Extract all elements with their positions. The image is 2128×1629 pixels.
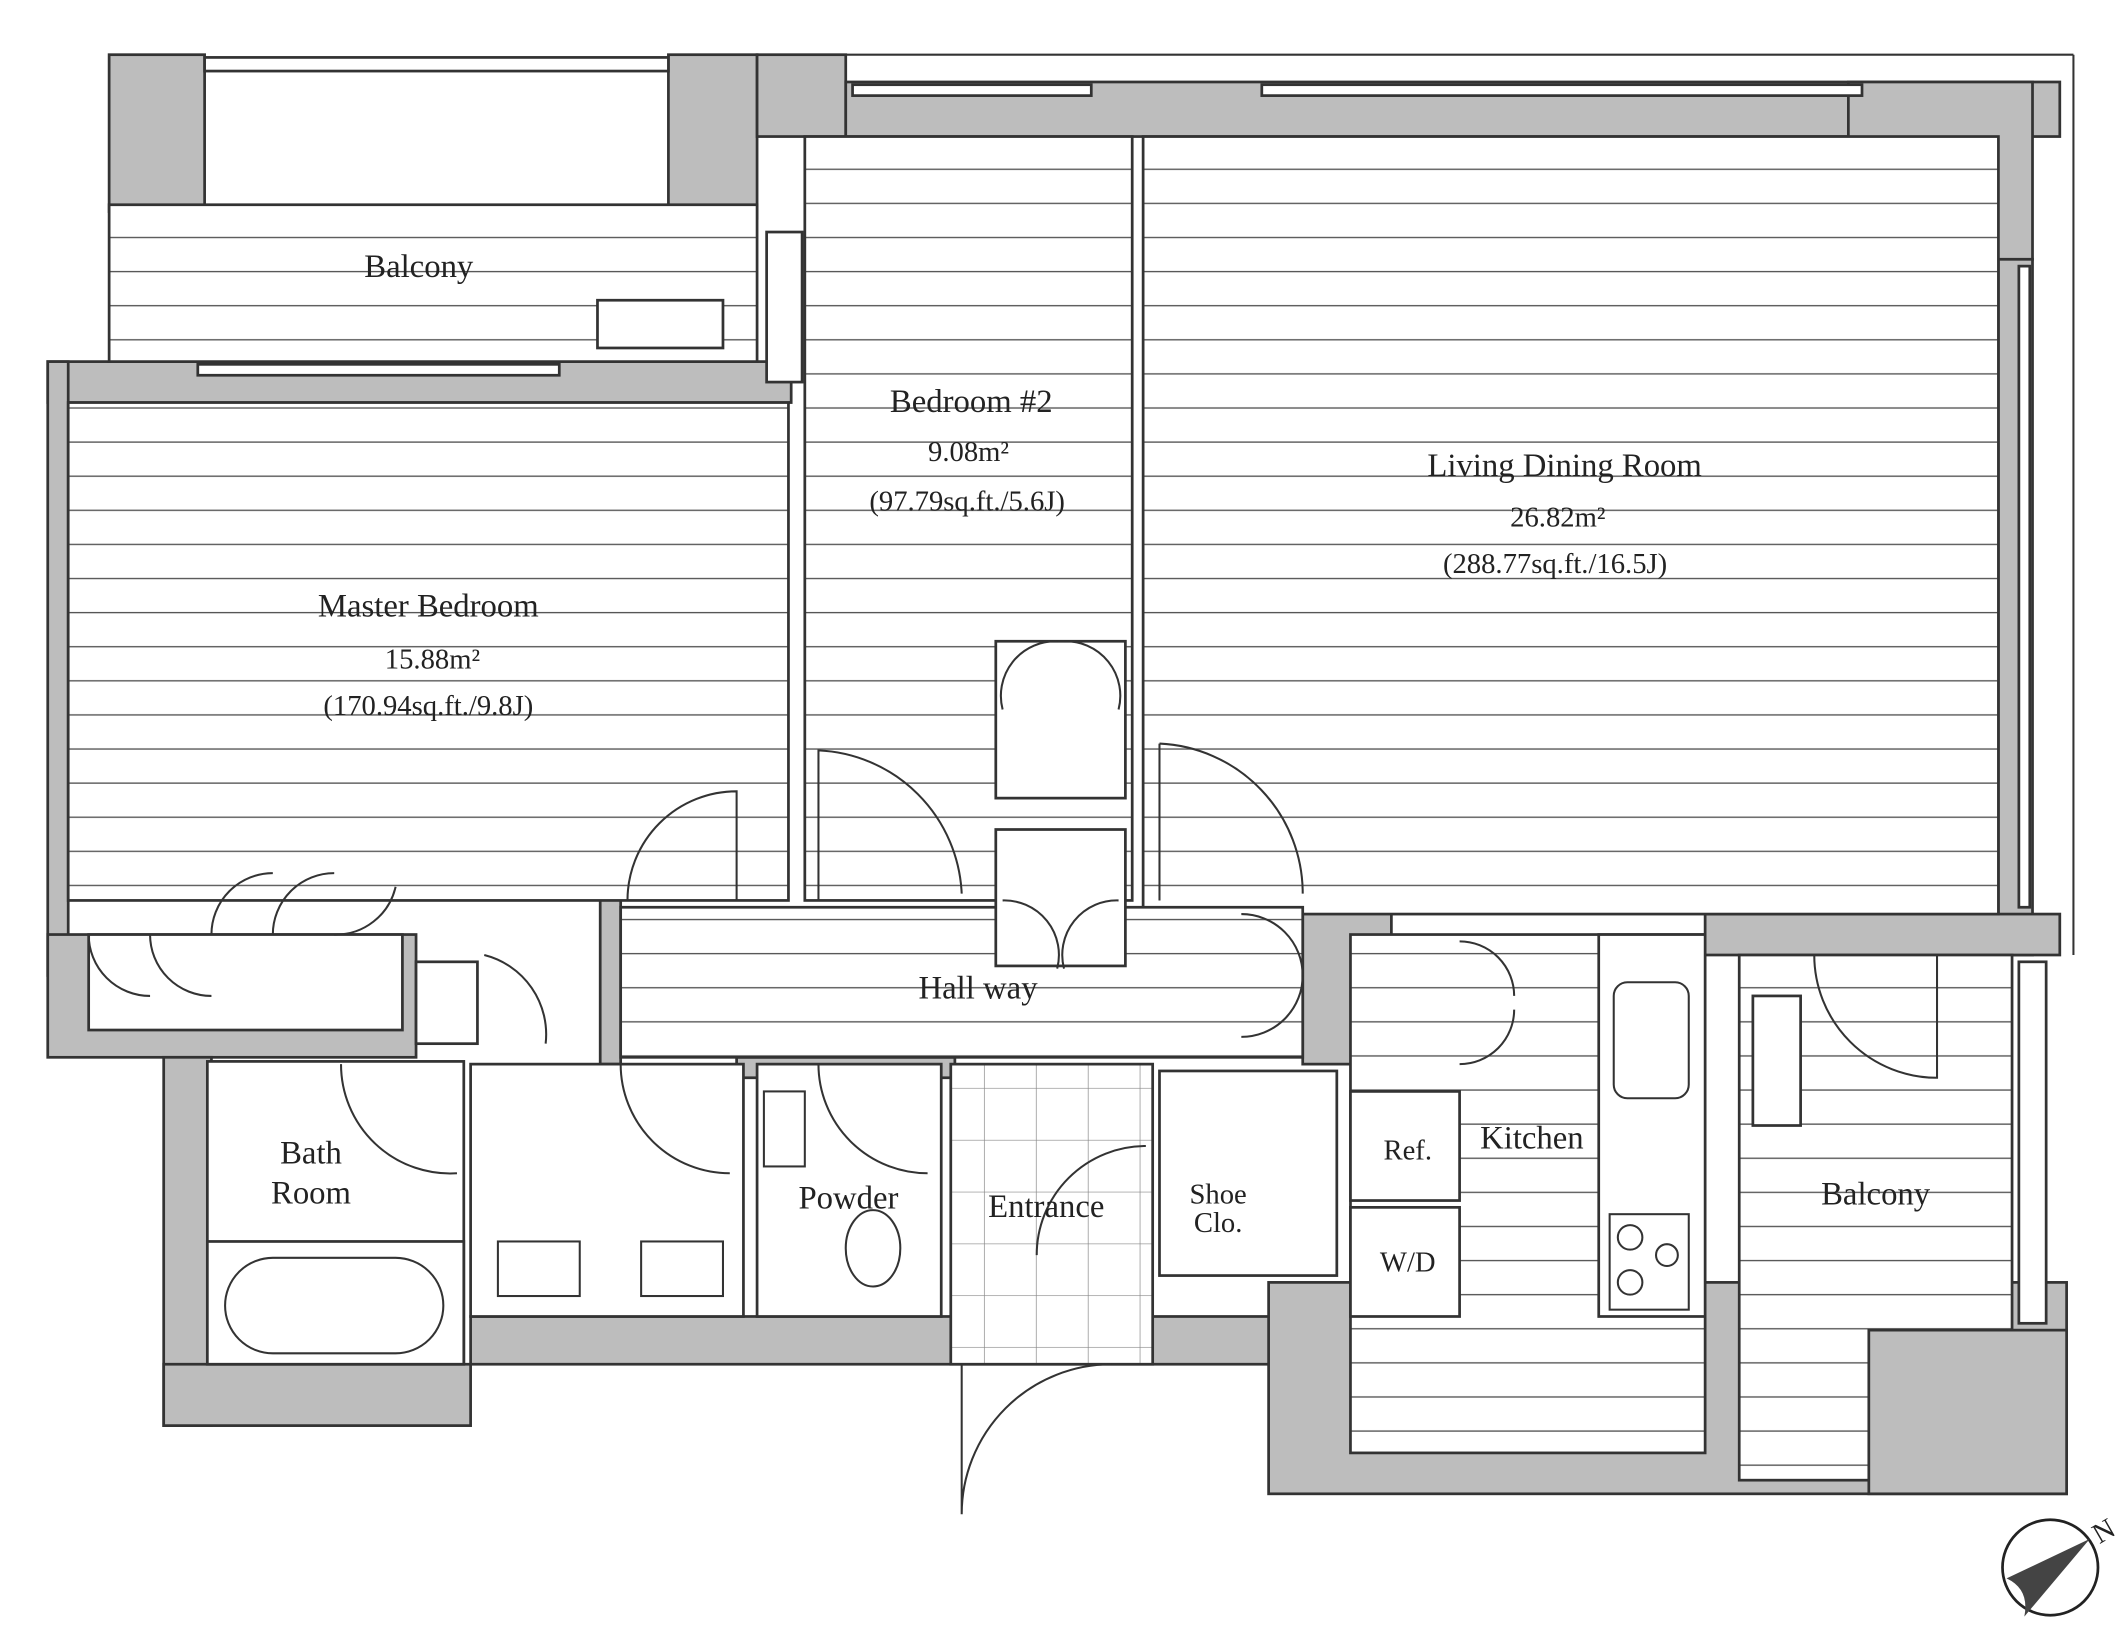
area-living-dining: 26.82m² — [1510, 502, 1605, 534]
windows — [196, 53, 2075, 1325]
stove — [1608, 1213, 1690, 1311]
doors — [87, 640, 1939, 1515]
label-living-dining: Living Dining Room — [1427, 448, 1701, 484]
label-hallway: Hall way — [919, 971, 1039, 1007]
ac-unit — [596, 298, 725, 350]
area-bedroom2: 9.08m² — [928, 436, 1009, 468]
label-bath-line2: Room — [271, 1175, 351, 1211]
label-powder: Powder — [798, 1181, 898, 1217]
label-balcony-top: Balcony — [364, 249, 474, 285]
label-master-bedroom: Master Bedroom — [318, 589, 539, 625]
detail-master-bedroom: (170.94sq.ft./9.8J) — [323, 690, 533, 722]
label-wd: W/D — [1380, 1246, 1436, 1278]
room-entrance — [949, 1062, 1155, 1366]
column — [765, 230, 804, 384]
label-kitchen: Kitchen — [1480, 1121, 1584, 1157]
label-bedroom2: Bedroom #2 — [890, 384, 1053, 420]
room-hallway — [619, 905, 1305, 1059]
label-bath-line1: Bath — [280, 1136, 342, 1172]
room-living-dining — [1141, 135, 2000, 916]
room-shoe-closet — [1158, 1069, 1339, 1277]
washer-dryer — [1349, 1205, 1461, 1318]
detail-bedroom2: (97.79sq.ft./5.6J) — [869, 485, 1065, 517]
compass-icon: N — [2001, 1512, 2121, 1617]
bathtub — [224, 1256, 445, 1355]
label-balcony-right: Balcony — [1821, 1177, 1931, 1213]
detail-living-dining: (288.77sq.ft./16.5J) — [1443, 548, 1667, 580]
kitchen-counter — [1597, 933, 1707, 1318]
room-vanity — [469, 1062, 745, 1318]
room-powder — [755, 1062, 943, 1318]
label-shoe-line1: Shoe — [1190, 1178, 1247, 1210]
room-master-bedroom — [66, 401, 790, 902]
label-ref: Ref. — [1384, 1135, 1433, 1167]
sink — [1612, 981, 1690, 1100]
fridge — [1349, 1090, 1461, 1202]
area-master-bedroom: 15.88m² — [385, 644, 480, 676]
label-shoe-line2: Clo. — [1194, 1207, 1243, 1239]
label-entrance: Entrance — [988, 1189, 1104, 1225]
toilet — [844, 1209, 902, 1288]
